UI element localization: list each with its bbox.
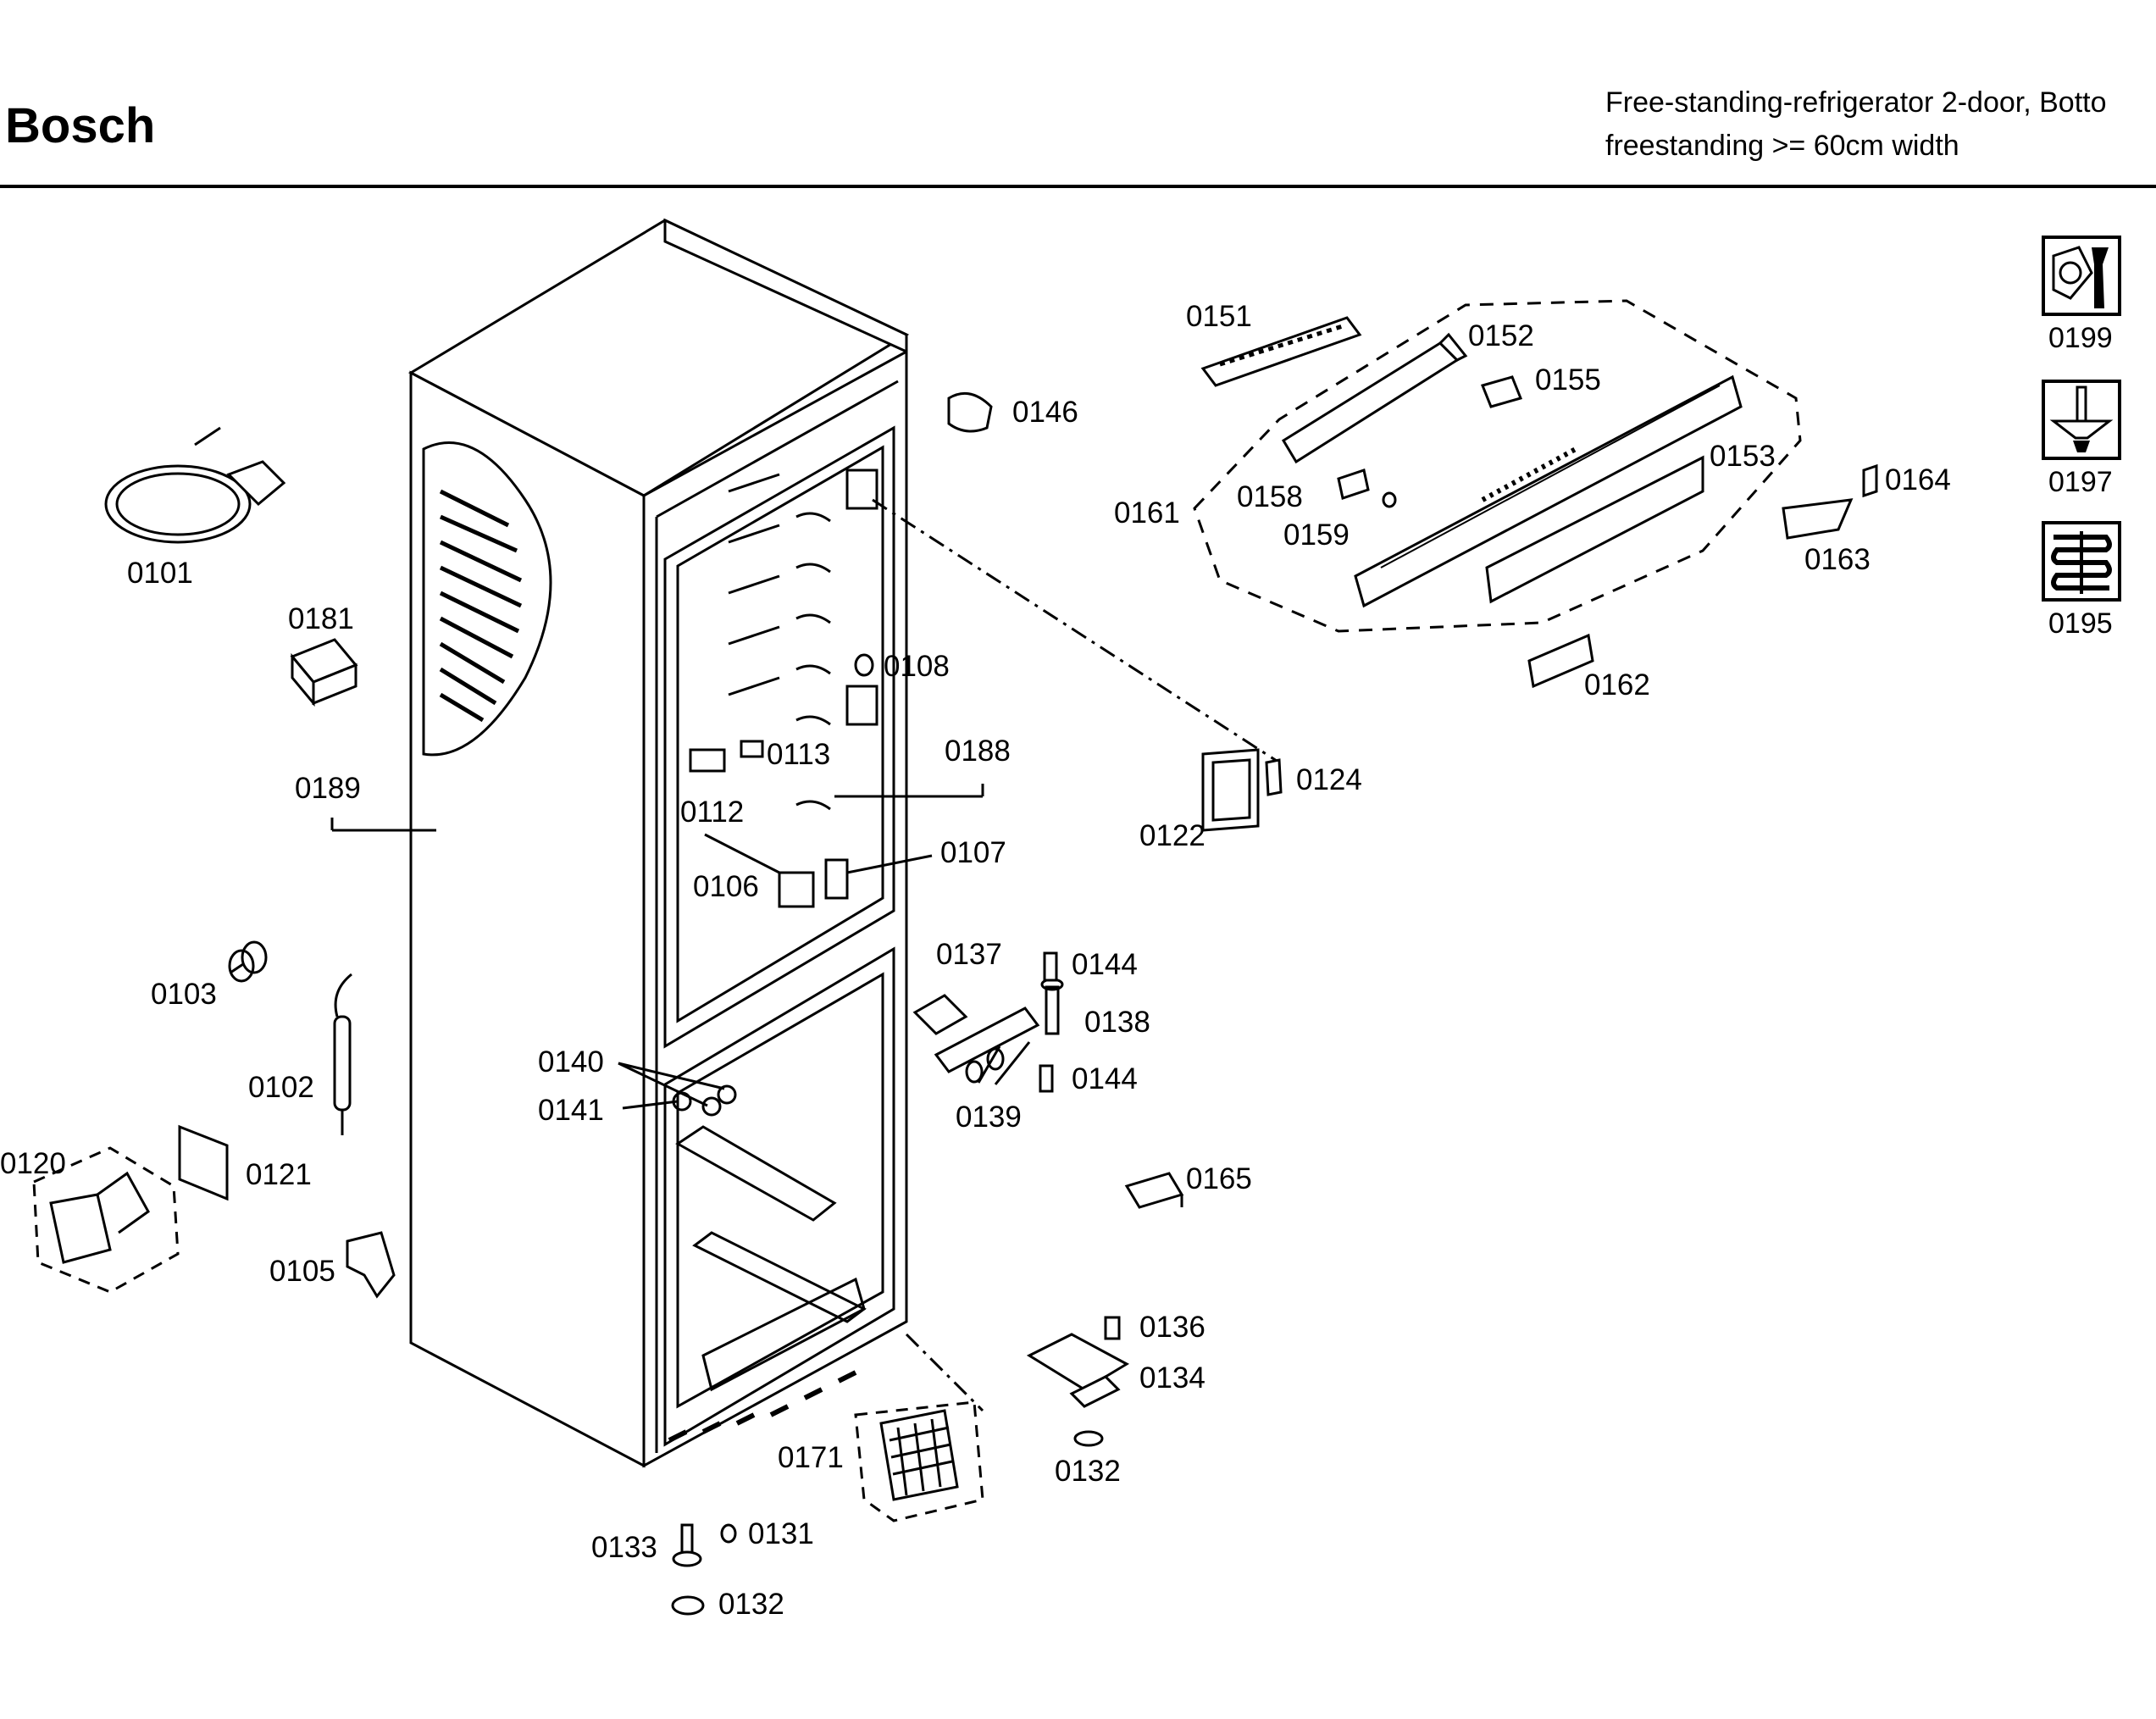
power-cord-part [104, 426, 286, 544]
label-0171: 0171 [778, 1441, 844, 1474]
label-0121: 0121 [246, 1158, 312, 1191]
label-0138: 0138 [1084, 1006, 1150, 1039]
label-0120: 0120 [0, 1147, 66, 1180]
label-0107: 0107 [940, 836, 1006, 869]
label-0103: 0103 [151, 978, 217, 1011]
label-0163: 0163 [1804, 543, 1871, 576]
label-0188: 0188 [945, 735, 1011, 768]
hinge-cover-part [1782, 463, 1878, 540]
label-0112: 0112 [680, 796, 744, 829]
side-icon-label-0195: 0195 [2048, 607, 2113, 640]
door-switch-part [1124, 1172, 1184, 1209]
label-0155: 0155 [1535, 363, 1601, 396]
side-icon-label-0199: 0199 [2048, 322, 2113, 354]
hinge-pin-leaders [618, 1062, 737, 1117]
condenser-coil-icon [2042, 521, 2121, 602]
label-0101: 0101 [127, 557, 193, 590]
display-frame-part [1201, 748, 1283, 832]
connector-block-part [290, 638, 358, 707]
label-0140: 0140 [538, 1045, 604, 1079]
wrench-nut-icon [2042, 236, 2121, 316]
label-0189: 0189 [295, 772, 361, 805]
bottom-hinge-group [1026, 1316, 1130, 1447]
label-0159: 0159 [1283, 518, 1350, 552]
label-0108: 0108 [884, 650, 950, 683]
label-0136: 0136 [1139, 1311, 1205, 1344]
label-0122: 0122 [1139, 819, 1205, 852]
header-divider [0, 185, 2156, 188]
label-0134: 0134 [1139, 1361, 1205, 1395]
label-0139: 0139 [956, 1101, 1022, 1134]
label-0158: 0158 [1237, 480, 1303, 513]
relay-assembly-group [32, 1146, 180, 1294]
label-0181: 0181 [288, 602, 354, 635]
bushing-part [228, 940, 268, 983]
label-0113: 0113 [767, 738, 830, 771]
label-0141: 0141 [538, 1094, 604, 1127]
model-subtitle-line-1: Free-standing-refrigerator 2-door, Botto [1605, 86, 2107, 119]
label-0146: 0146 [1012, 396, 1078, 429]
label-0161: 0161 [1114, 496, 1180, 530]
label-0105: 0105 [269, 1255, 335, 1288]
label-0151: 0151 [1186, 300, 1252, 333]
label-0144-lower: 0144 [1072, 1062, 1138, 1095]
label-0165: 0165 [1186, 1162, 1252, 1195]
screwdriver-icon [2042, 380, 2121, 460]
middle-hinge-group [912, 951, 1064, 1093]
side-icon-label-0197: 0197 [2048, 466, 2113, 498]
label-0133: 0133 [591, 1531, 657, 1564]
clip-part [947, 391, 993, 433]
label-0153: 0153 [1710, 440, 1776, 473]
label-0144-upper: 0144 [1072, 948, 1138, 981]
brand-title: Bosch [5, 98, 156, 153]
temperature-sensor-part [333, 973, 352, 1135]
label-0132-foot: 0132 [718, 1588, 784, 1621]
part-labels: 0101 0181 0189 0103 0102 0120 0121 0105 … [0, 300, 1951, 1621]
label-0162: 0162 [1584, 668, 1650, 701]
label-0106: 0106 [693, 870, 759, 903]
refrigerator-cabinet [407, 218, 984, 1468]
label-0137: 0137 [936, 938, 1002, 971]
interior-small-parts [689, 653, 933, 908]
cover-plate-part [178, 1124, 229, 1201]
label-0124: 0124 [1296, 763, 1362, 796]
control-panel-group [1193, 299, 1802, 689]
panel-leader-dashdot [872, 498, 1280, 764]
label-0132-hinge: 0132 [1055, 1455, 1121, 1488]
label-0164: 0164 [1885, 463, 1951, 496]
label-0102: 0102 [248, 1071, 314, 1104]
label-0131: 0131 [748, 1517, 814, 1550]
model-subtitle-line-2: freestanding >= 60cm width [1605, 130, 1959, 162]
ventilation-grille-group [854, 1333, 984, 1522]
leveling-foot-parts [671, 1523, 737, 1616]
label-0152: 0152 [1468, 319, 1534, 352]
bracket-part [346, 1231, 396, 1299]
